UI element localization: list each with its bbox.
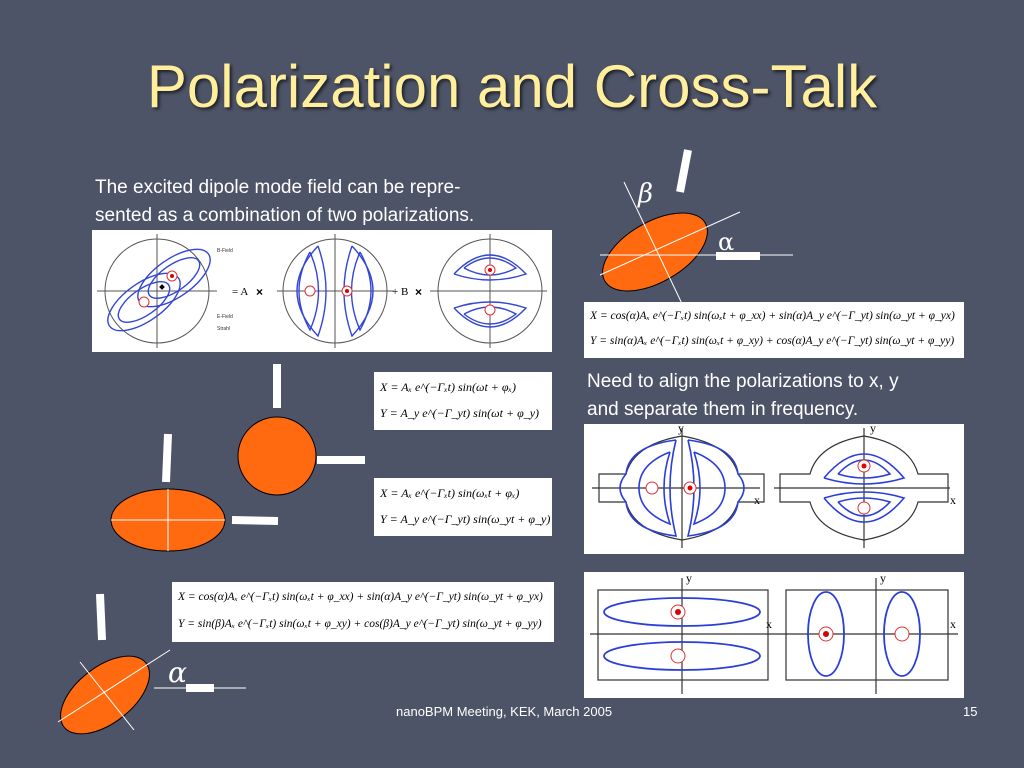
multiply-icon-b: × bbox=[415, 285, 422, 299]
label-plus-b: + B bbox=[392, 286, 408, 298]
eq4-y: Y = sin(α)Aₓ e^(−Γₓt) sin(ωₓt + φ_xy) + … bbox=[590, 335, 955, 347]
axis-x-label-2: x bbox=[950, 493, 956, 507]
axis-x-label-3: x bbox=[766, 617, 772, 631]
page-number: 15 bbox=[963, 704, 978, 719]
equation-same-frequency: X = Aₓ e^(−Γₓt) sin(ωt + φₓ) Y = A_y e^(… bbox=[374, 372, 552, 430]
rotated-polarization-diagram: β α bbox=[599, 149, 793, 311]
label-b-field: B-Field bbox=[217, 248, 233, 254]
label-strahl: Strahl bbox=[217, 326, 230, 332]
align-text: Need to align the polarizations to x, y … bbox=[587, 368, 899, 424]
axis-x-label-4: x bbox=[950, 617, 956, 631]
eq2-y: Y = A_y e^(−Γ_yt) sin(ω_yt + φ_y) bbox=[380, 512, 551, 526]
axis-y-label-3: y bbox=[686, 571, 692, 585]
axis-x-label-1: x bbox=[754, 493, 760, 507]
crosstalk-equation-alpha: X = cos(α)Aₓ e^(−Γₓt) sin(ωₓt + φ_xx) + … bbox=[584, 302, 964, 358]
eq1-x: X = Aₓ e^(−Γₓt) sin(ωt + φₓ) bbox=[380, 380, 516, 394]
eq3-x: X = cos(α)Aₓ e^(−Γₓt) sin(ωₓt + φ_xx) + … bbox=[178, 591, 543, 603]
crosstalk-equation-alpha-beta: X = cos(α)Aₓ e^(−Γₓt) sin(ωₓt + φ_xx) + … bbox=[172, 582, 554, 642]
tilted-polarization-diagram: α bbox=[57, 593, 246, 735]
label-equals-a: = A bbox=[232, 286, 248, 298]
rectangular-cavity-diagram: x y x y bbox=[584, 571, 964, 698]
footer-meeting: nanoBPM Meeting, KEK, March 2005 bbox=[396, 704, 613, 719]
slide-title: Polarization and Cross-Talk bbox=[146, 53, 878, 120]
label-e-field: E-Field bbox=[217, 314, 233, 320]
alpha-symbol-bottom: α bbox=[168, 656, 187, 689]
eq3-y: Y = sin(β)Aₓ e^(−Γₓt) sin(ωₓt + φ_xy) + … bbox=[178, 618, 542, 630]
alpha-symbol-top: α bbox=[718, 228, 734, 256]
axis-y-label-4: y bbox=[880, 571, 886, 585]
axis-y-label-1: y bbox=[678, 421, 684, 435]
align-line-2: and separate them in frequency. bbox=[587, 399, 859, 420]
intro-line-1: The excited dipole mode field can be rep… bbox=[95, 177, 461, 198]
beta-symbol: β bbox=[637, 179, 653, 209]
elliptical-polarization-diagram bbox=[110, 433, 279, 552]
eq2-x: X = Aₓ e^(−Γₓt) sin(ωₓt + φₓ) bbox=[380, 486, 520, 500]
intro-text: The excited dipole mode field can be rep… bbox=[95, 174, 474, 230]
aligned-cavity-diagram: x y x y bbox=[584, 421, 964, 554]
multiply-icon-a: × bbox=[256, 285, 263, 299]
align-line-1: Need to align the polarizations to x, y bbox=[587, 371, 899, 392]
eq1-y: Y = A_y e^(−Γ_yt) sin(ωt + φ_y) bbox=[380, 406, 540, 420]
circular-polarization-diagram bbox=[237, 364, 365, 496]
eq4-x: X = cos(α)Aₓ e^(−Γₓt) sin(ωₓt + φ_xx) + … bbox=[590, 310, 955, 322]
axis-y-label-2: y bbox=[870, 421, 876, 435]
equation-split-frequency: X = Aₓ e^(−Γₓt) sin(ωₓt + φₓ) Y = A_y e^… bbox=[374, 478, 552, 536]
intro-line-2: sented as a combination of two polarizat… bbox=[95, 205, 475, 226]
field-decomposition-diagram: B-Field E-Field Strahl = A × + B × bbox=[92, 230, 552, 352]
